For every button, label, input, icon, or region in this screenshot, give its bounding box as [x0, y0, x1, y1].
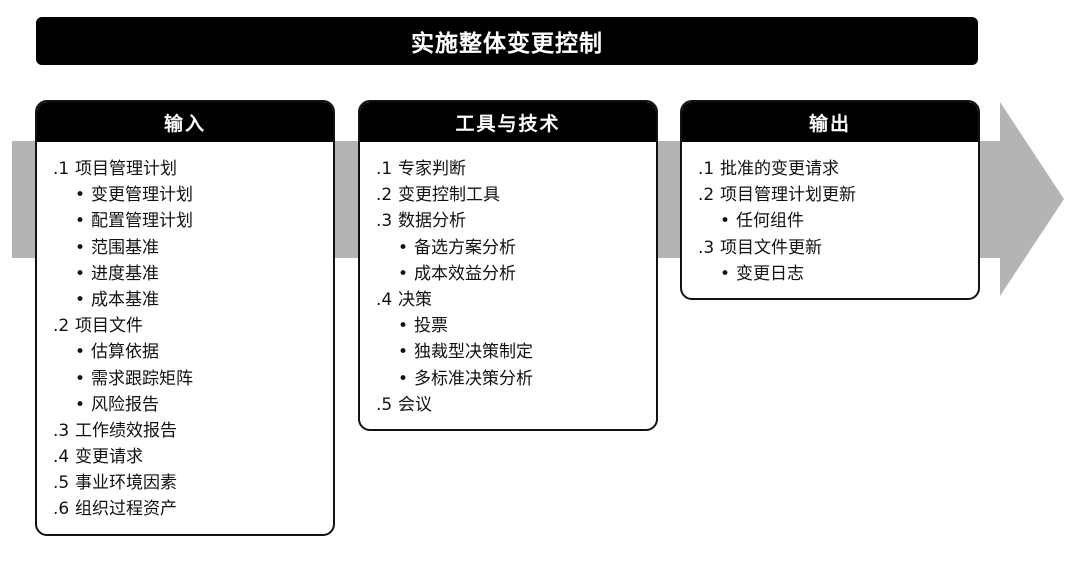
tools-subitem: •成本效益分析 [376, 261, 656, 287]
bullet-icon: • [75, 342, 86, 363]
inputs-subitem: •配置管理计划 [53, 208, 333, 234]
item-number: .2 [376, 185, 393, 206]
item-label: 会议 [398, 394, 432, 415]
item-label: 批准的变更请求 [720, 159, 839, 179]
item-label: 项目管理计划更新 [720, 185, 856, 206]
item-label: 变更控制工具 [398, 185, 500, 206]
subitem-label: 进度基准 [91, 263, 159, 284]
item-number: .5 [53, 473, 70, 494]
tools-subitem: •多标准决策分析 [376, 366, 656, 392]
diagram-title: 实施整体变更控制 [36, 17, 978, 65]
item-number: .3 [376, 211, 393, 232]
bullet-icon: • [398, 316, 409, 337]
inputs-subitem: •范围基准 [53, 235, 333, 261]
subitem-label: 多标准决策分析 [414, 368, 533, 389]
subitem-label: 独裁型决策制定 [414, 342, 533, 363]
item-number: .3 [53, 420, 70, 441]
inputs-subitem: •估算依据 [53, 339, 333, 365]
item-label: 组织过程资产 [75, 499, 177, 520]
tools-header: 工具与技术 [360, 102, 656, 142]
item-label: 变更请求 [75, 447, 143, 468]
subitem-label: 投票 [414, 316, 448, 337]
outputs-subitem: •变更日志 [698, 261, 978, 287]
bullet-icon: • [75, 211, 86, 232]
bullet-icon: • [75, 289, 86, 310]
subitem-label: 成本基准 [91, 289, 159, 310]
subitem-label: 成本效益分析 [414, 263, 516, 284]
inputs-subitem: •风险报告 [53, 392, 333, 418]
item-number: .1 [698, 159, 715, 179]
item-number: .6 [53, 499, 70, 520]
bullet-icon: • [720, 263, 731, 284]
item-label: 决策 [398, 289, 432, 310]
item-label: 数据分析 [398, 211, 466, 232]
bullet-icon: • [75, 263, 86, 284]
inputs-subitem: •需求跟踪矩阵 [53, 366, 333, 392]
tools-subitem: •备选方案分析 [376, 235, 656, 261]
item-number: .2 [53, 316, 70, 337]
item-label: 项目文件 [75, 316, 143, 337]
item-number: .4 [376, 289, 393, 310]
item-number: .1 [376, 159, 393, 179]
item-number: .4 [53, 447, 70, 468]
bullet-icon: • [75, 394, 86, 415]
item-number: .1 [53, 159, 70, 179]
item-label: 项目文件更新 [720, 237, 822, 258]
subitem-label: 估算依据 [91, 342, 159, 363]
subitem-label: 需求跟踪矩阵 [91, 368, 193, 389]
tools-subitem: •投票 [376, 313, 656, 339]
subitem-label: 变更管理计划 [91, 185, 193, 206]
bullet-icon: • [398, 342, 409, 363]
inputs-header: 输入 [37, 102, 333, 142]
item-label: 项目管理计划 [75, 159, 177, 179]
inputs-subitem: •进度基准 [53, 261, 333, 287]
item-label: 工作绩效报告 [75, 420, 177, 441]
bullet-icon: • [398, 237, 409, 258]
tools-subitem: •独裁型决策制定 [376, 339, 656, 365]
bullet-icon: • [398, 263, 409, 284]
item-number: .5 [376, 394, 393, 415]
subitem-label: 配置管理计划 [91, 211, 193, 232]
item-label: 事业环境因素 [75, 473, 177, 494]
inputs-subitem: •成本基准 [53, 287, 333, 313]
item-number: .2 [698, 185, 715, 206]
item-number: .3 [698, 237, 715, 258]
subitem-label: 变更日志 [736, 263, 804, 284]
bullet-icon: • [75, 185, 86, 206]
bullet-icon: • [398, 368, 409, 389]
bullet-icon: • [75, 237, 86, 258]
subitem-label: 范围基准 [91, 237, 159, 258]
subitem-label: 风险报告 [91, 394, 159, 415]
bullet-icon: • [75, 368, 86, 389]
item-label: 专家判断 [398, 159, 466, 179]
bullet-icon: • [720, 211, 731, 232]
outputs-subitem: •任何组件 [698, 208, 978, 234]
subitem-label: 任何组件 [736, 211, 804, 232]
inputs-subitem: •变更管理计划 [53, 182, 333, 208]
subitem-label: 备选方案分析 [414, 237, 516, 258]
outputs-header: 输出 [682, 102, 978, 142]
